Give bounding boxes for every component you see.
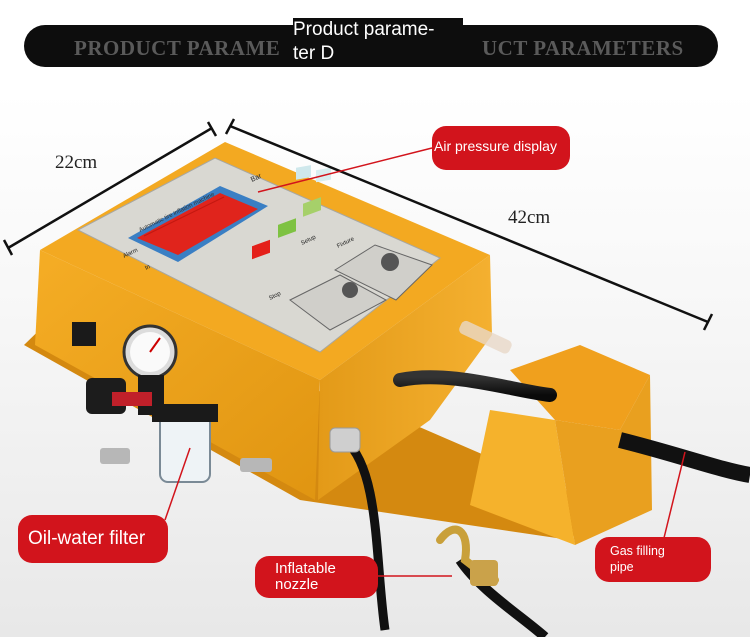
width-label: 22cm	[55, 152, 98, 173]
length-dimension-line	[229, 124, 709, 324]
gas-filling-pipe-callout: Gas filling pipe	[595, 537, 711, 582]
gas-filling-pipe-callout-line1: Gas filling	[610, 544, 665, 558]
setup-button	[296, 165, 311, 180]
in-label: In	[144, 264, 151, 272]
gas-filling-pipe-callout-line2: pipe	[610, 560, 634, 574]
air-pressure-callout: Air pressure display	[432, 126, 570, 170]
plus-button	[278, 218, 296, 238]
box-front	[35, 250, 320, 500]
power-switch	[72, 322, 96, 346]
pressure-display	[137, 193, 258, 255]
inflatable-nozzle-callout: Inflatable nozzle	[255, 556, 378, 598]
banner-title-right: UCT PARAMETERS	[482, 36, 684, 60]
stop-button	[252, 239, 270, 260]
pedal-front	[470, 410, 575, 545]
bar-unit-label: Bar	[250, 172, 263, 183]
filter-bowl	[159, 411, 211, 483]
air-pressure-callout-text: Air pressure display	[434, 138, 557, 154]
oil-water-filter-callout: Oil-water filter	[18, 515, 168, 563]
oil-water-filter-callout-text: Oil-water filter	[28, 528, 146, 549]
inflatable-nozzle-callout-line1: Inflatable	[275, 560, 336, 577]
pedal-side	[555, 375, 652, 545]
length-label: 42cm	[508, 207, 551, 228]
inflatable-nozzle-callout-line2: nozzle	[275, 576, 319, 593]
pedal-top	[510, 345, 650, 430]
minus-button	[303, 197, 321, 217]
width-dimension-line	[7, 126, 213, 250]
stop-label: Stop	[268, 291, 282, 302]
banner-title-left: PRODUCT PARAME	[74, 36, 281, 60]
overlay-title: Product parame- ter D	[293, 18, 463, 66]
